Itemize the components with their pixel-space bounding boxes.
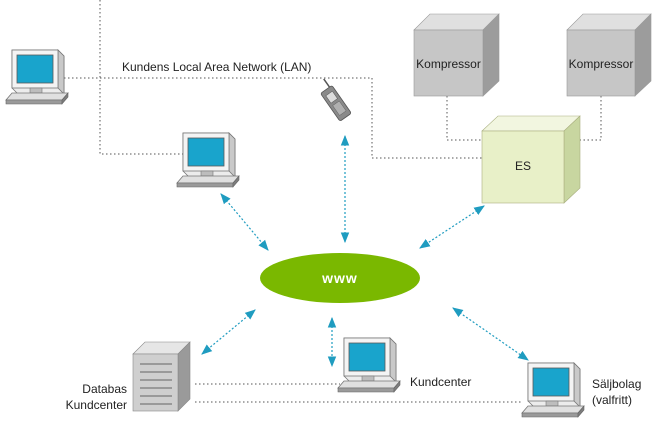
es-box: ES — [481, 115, 581, 204]
www-label: www — [321, 270, 358, 286]
kundcenter-label: Kundcenter — [410, 375, 471, 389]
www-node: www — [260, 253, 420, 303]
database-label-line-2: Kundcenter — [66, 398, 127, 412]
compressor-box-1: Kompressor — [413, 13, 500, 97]
saljbolag-label-line-1: Säljbolag — [592, 377, 641, 391]
data-flow-arrows — [201, 134, 529, 368]
compressor-label-2: Kompressor — [569, 57, 634, 71]
es-label: ES — [515, 159, 531, 173]
lan-computer-icon-left — [5, 49, 69, 105]
lan-label: Kundens Local Area Network (LAN) — [122, 60, 311, 74]
saljbolag-computer-icon — [521, 362, 585, 418]
mobile-phone-icon — [320, 78, 352, 121]
compressor-label-1: Kompressor — [416, 57, 481, 71]
saljbolag-label-line-2: (valfritt) — [592, 393, 632, 407]
kundcenter-computer-icon — [337, 337, 401, 393]
database-server-icon — [132, 341, 191, 412]
lan-connection-lines — [60, 0, 602, 403]
compressor-box-2: Kompressor — [566, 13, 652, 97]
lan-computer-icon-center — [176, 132, 240, 188]
database-label-line-1: Databas — [82, 382, 127, 396]
